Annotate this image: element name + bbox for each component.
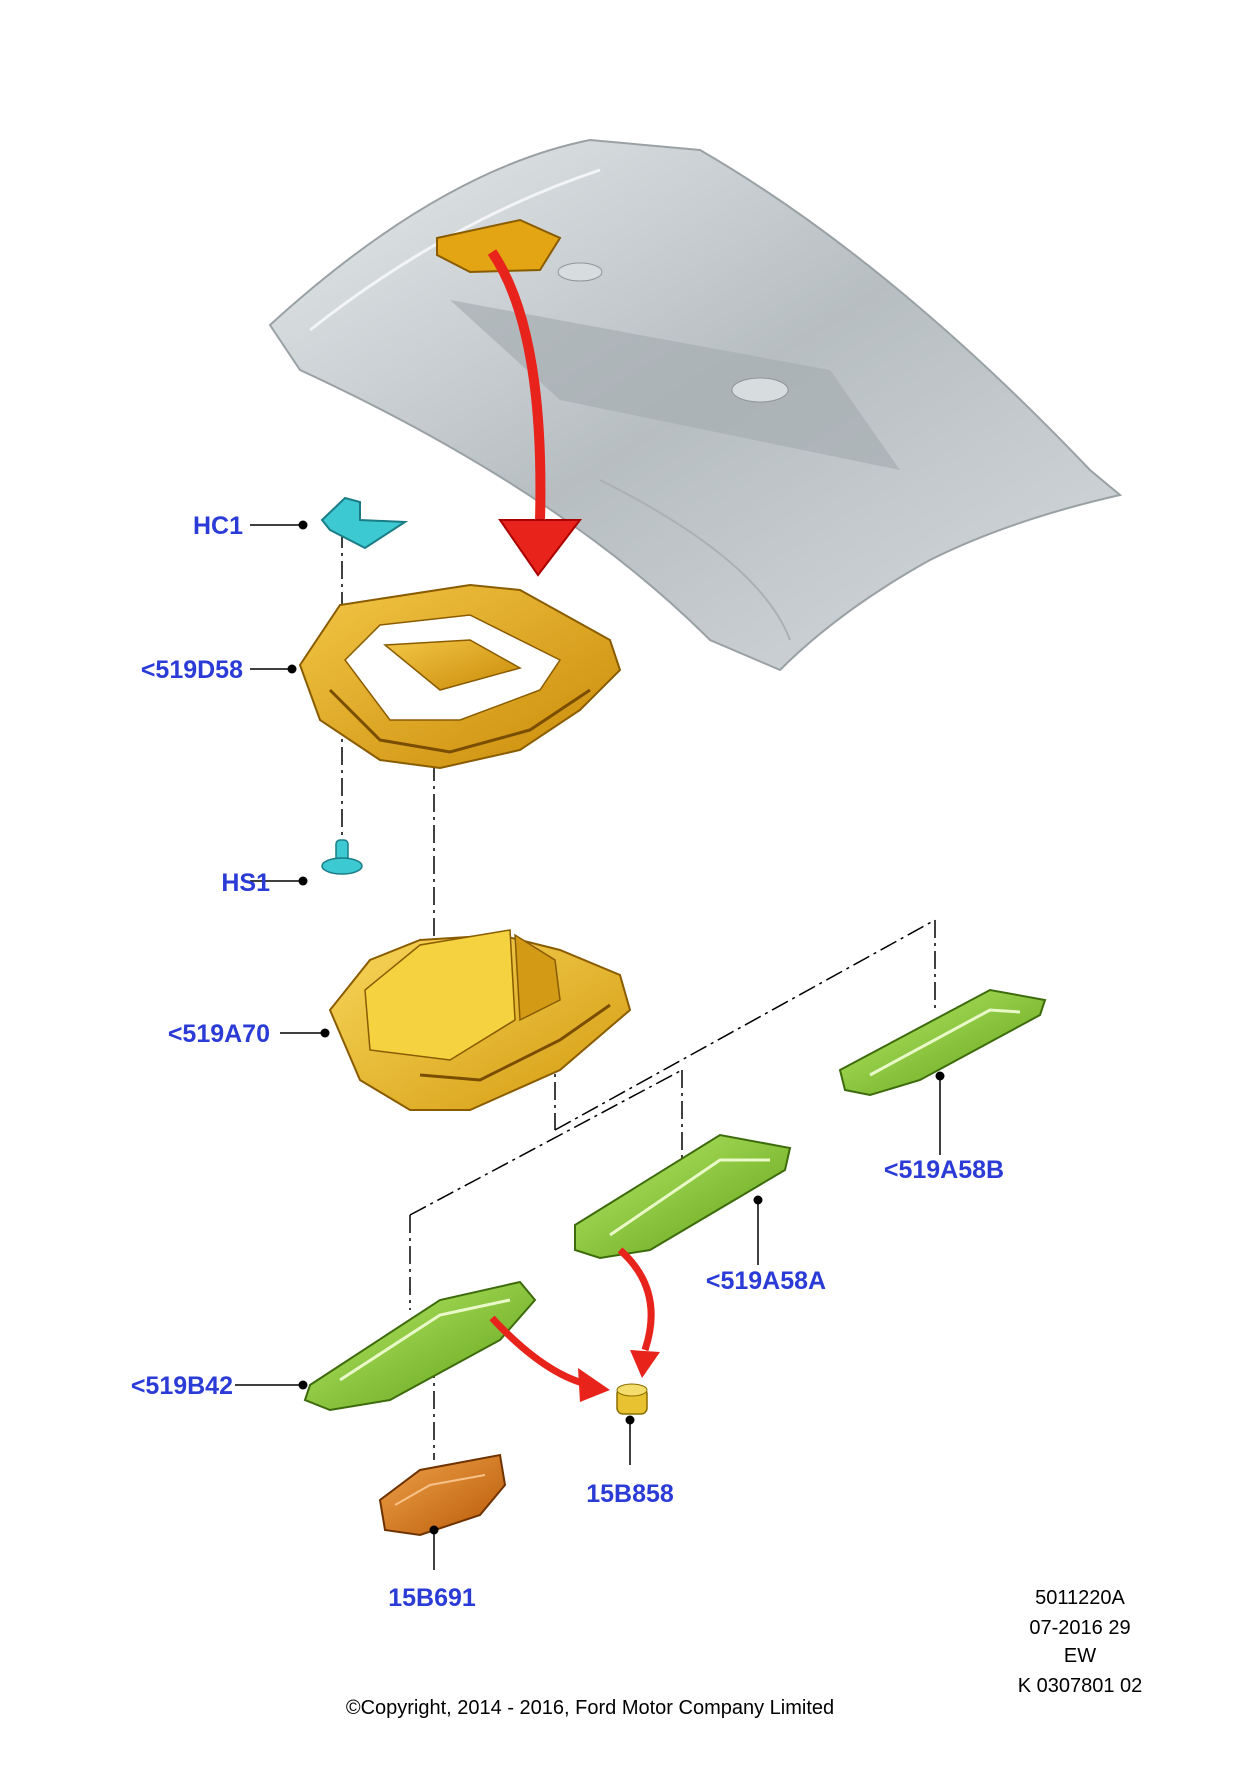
callout-15b691[interactable]: 15B691	[388, 1584, 476, 1612]
assembly-arrow-bulb-left	[489, 1315, 610, 1402]
headliner-panel	[268, 138, 1123, 672]
clip-hc1	[250, 496, 409, 550]
interior-lamp-519a58b	[838, 988, 1047, 1155]
callout-hc1[interactable]: HC1	[193, 512, 243, 540]
callout-15b858[interactable]: 15B858	[586, 1480, 674, 1508]
callout-519b42[interactable]: <519B42	[131, 1372, 233, 1400]
assembly-arrow-bulb-right	[617, 1247, 660, 1378]
ref-code: K 0307801 02	[1018, 1675, 1143, 1697]
callout-519a58a[interactable]: <519A58A	[706, 1267, 826, 1295]
interior-lamp-519a58a	[574, 1133, 792, 1265]
console-housing-519a70	[280, 929, 632, 1111]
headliner-console-cutout	[436, 218, 562, 274]
doc-number: 5011220A	[1035, 1587, 1125, 1609]
callout-519a70[interactable]: <519A70	[168, 1020, 270, 1048]
callout-519d58[interactable]: <519D58	[141, 656, 243, 684]
screw-hs1	[250, 839, 363, 886]
date-code: 07-2016 29	[1029, 1617, 1130, 1639]
assembly-arrow-main	[487, 249, 583, 577]
console-frame-519d58	[250, 583, 622, 770]
region-code: EW	[1064, 1645, 1096, 1667]
interior-lamp-519b42	[235, 1280, 537, 1412]
module-15b691	[378, 1453, 507, 1570]
bulb-15b858	[616, 1383, 648, 1465]
callout-519a58b[interactable]: <519A58B	[884, 1156, 1004, 1184]
copyright-notice: ©Copyright, 2014 - 2016, Ford Motor Comp…	[346, 1697, 834, 1719]
callout-hs1[interactable]: HS1	[221, 869, 270, 897]
